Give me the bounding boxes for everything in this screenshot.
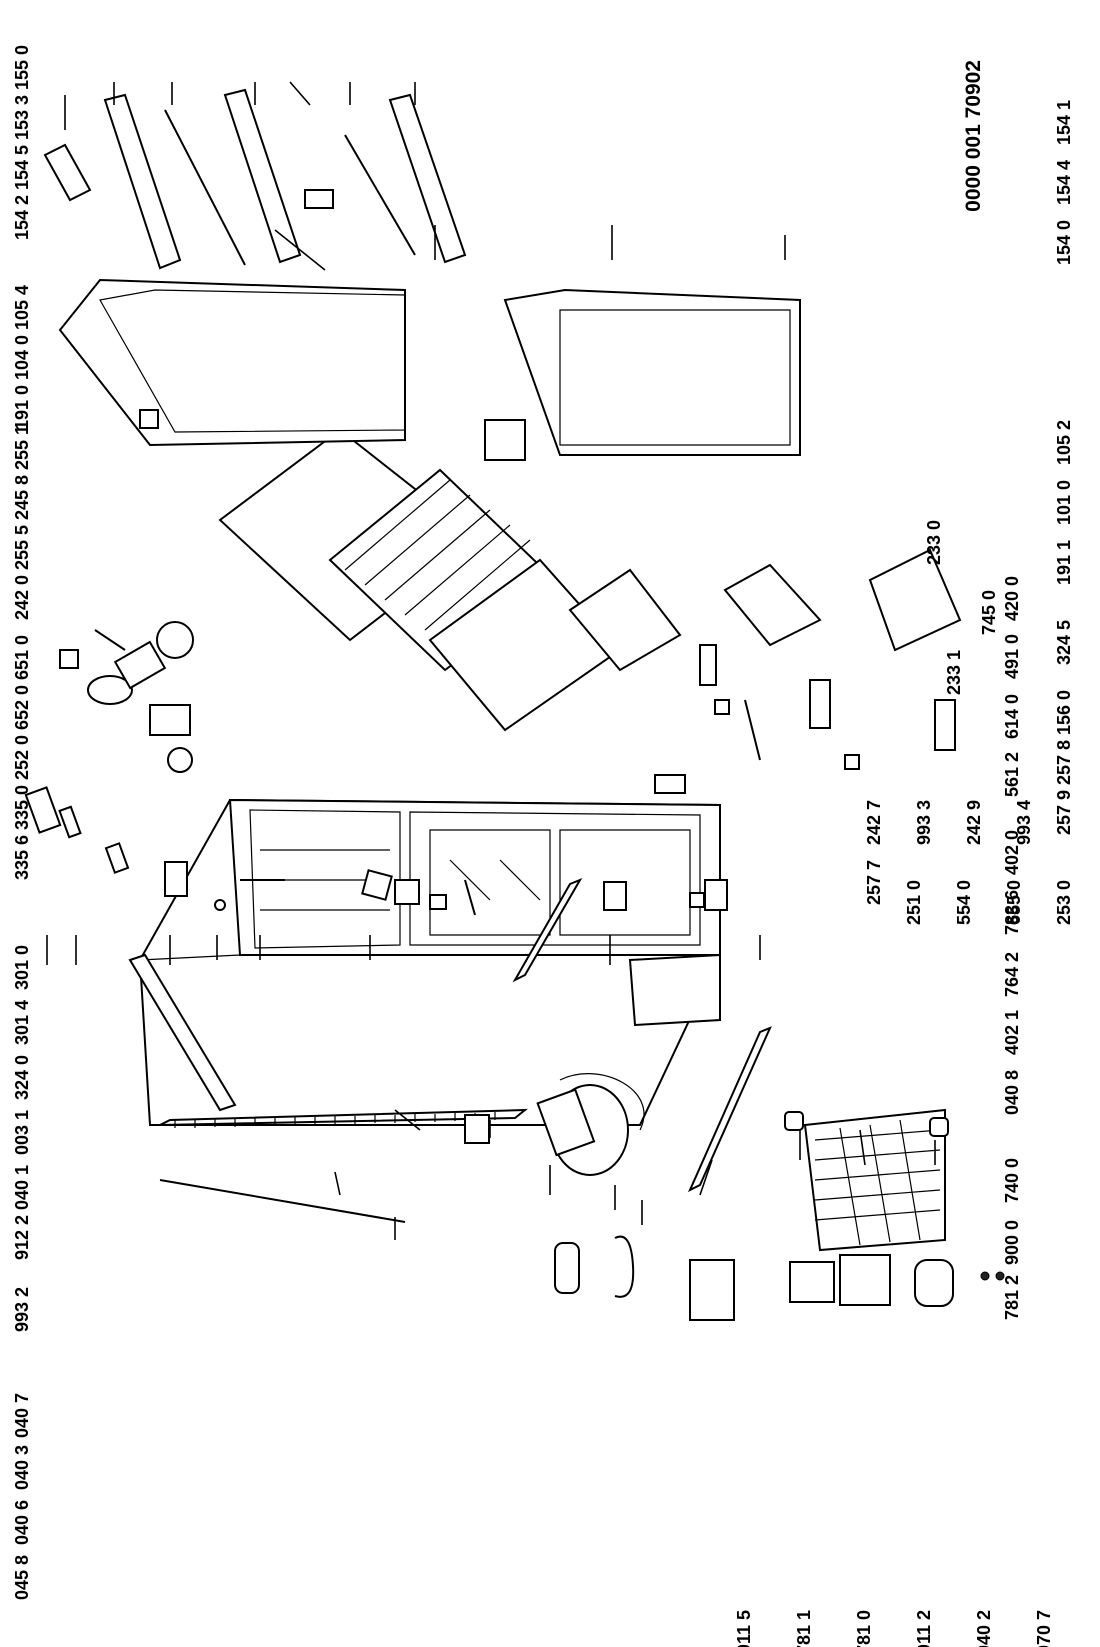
label-045-8: 045 8 [12,1555,32,1600]
label-011-2: 011 2 [914,1610,934,1647]
label-257-9: 257 9 [1054,790,1074,835]
label-651-0: 651 0 [12,635,32,680]
cabinet-drawing [128,798,721,1126]
door-shelves-drawing [43,88,467,270]
compressor-drawing [536,1073,645,1176]
label-040-8: 040 8 [1002,1070,1022,1115]
label-105-2: 105 2 [1054,420,1074,465]
label-491-0: 491 0 [1002,634,1022,679]
label-101-0: 101 0 [1054,480,1074,525]
label-781-1: 781 1 [794,1610,814,1647]
label-253-0: 253 0 [1054,880,1074,925]
label-104-0: 104 0 [12,335,32,380]
label-251-0: 251 0 [904,880,924,925]
label-040-3: 040 3 [12,1445,32,1490]
label-191-0: 191 0 [12,385,32,430]
label-070-7: 070 7 [1034,1610,1054,1647]
label-652-0: 652 0 [12,685,32,730]
label-154-4: 154 4 [1054,160,1074,205]
label-257-7: 257 7 [864,860,884,905]
label-402-0: 402 0 [1002,830,1022,875]
label-420-0: 420 0 [1002,576,1022,621]
label-245-8: 245 8 [12,475,32,520]
label-912-2: 912 2 [12,1215,32,1260]
label-900-0: 900 0 [1002,1220,1022,1265]
label-614-0: 614 0 [1002,694,1022,739]
label-154-2: 154 2 [12,195,32,240]
label-740-0: 740 0 [1002,1158,1022,1203]
electrical-parts-drawing [554,1235,1005,1321]
label-781-2: 781 2 [1002,1275,1022,1320]
part-number-labels: 781 2 900 0 740 0 040 8 402 1 764 2 783 … [12,45,1074,1647]
label-154-0: 154 0 [1054,220,1074,265]
label-402-1: 402 1 [1002,1010,1022,1055]
label-011-5: 011 5 [734,1610,754,1647]
label-324-5: 324 5 [1054,620,1074,665]
shelves-and-bins-drawing [59,428,962,794]
label-233-1: 233 1 [944,650,964,695]
label-301-0: 301 0 [12,945,32,990]
label-242-7: 242 7 [864,800,884,845]
label-154-1: 154 1 [1054,100,1074,145]
label-191-1: 191 1 [1054,540,1074,585]
condenser-grille-drawing [159,1108,528,1223]
label-993-4: 993 4 [1014,800,1034,845]
label-335-6: 335 6 [12,835,32,880]
label-040-6: 040 6 [12,1500,32,1545]
label-154-5: 154 5 [12,145,32,190]
label-561-2: 561 2 [1002,752,1022,797]
label-301-4: 301 4 [12,1000,32,1045]
label-105-4: 105 4 [12,285,32,330]
label-252-0: 252 0 [12,735,32,780]
label-040-1: 040 1 [12,1165,32,1210]
label-993-2: 993 2 [12,1287,32,1332]
label-153-3: 153 3 [12,95,32,140]
wire-rack-drawing [784,1108,949,1252]
label-257-8: 257 8 [1054,740,1074,785]
label-764-2: 764 2 [1002,952,1022,997]
label-040-7: 040 7 [12,1393,32,1438]
label-781-0: 781 0 [854,1610,874,1647]
leader-lines [46,81,936,1240]
drawing-code: 0000 001 70902 [962,60,985,212]
label-255-5: 255 5 [12,525,32,570]
doors-drawing [58,278,801,461]
label-783-6: 783 6 [1002,890,1022,935]
label-655-0: 655 0 [1004,880,1024,925]
label-745-0: 745 0 [979,590,999,635]
label-335-0: 335 0 [12,785,32,830]
label-040-2: 040 2 [974,1610,994,1647]
label-155-0: 155 0 [12,45,32,90]
label-156-0: 156 0 [1054,690,1074,735]
rails-drawing [512,877,772,1193]
label-242-9: 242 9 [964,800,984,845]
label-554-0: 554 0 [954,880,974,925]
hinge-hardware-drawing [24,786,728,1144]
label-993-3: 993 3 [914,800,934,845]
label-242-0: 242 0 [12,575,32,620]
label-233-0: 233 0 [924,520,944,565]
label-003-1: 003 1 [12,1110,32,1155]
label-324-0: 324 0 [12,1055,32,1100]
label-255-1: 255 1 [12,425,32,470]
